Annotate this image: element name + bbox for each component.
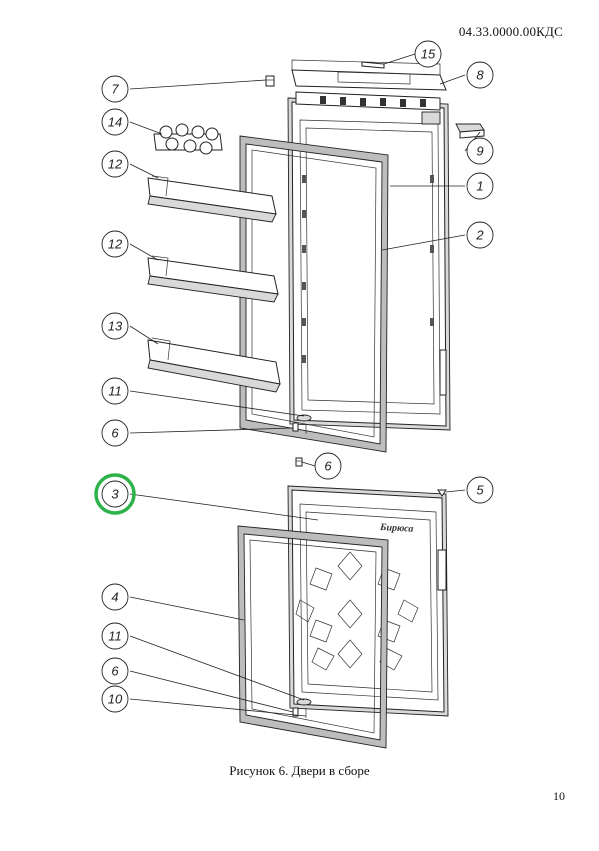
svg-text:Бирюса: Бирюса — [379, 522, 414, 535]
svg-text:7: 7 — [111, 82, 119, 97]
svg-text:2: 2 — [475, 228, 484, 243]
callout-4: 4 — [101, 583, 129, 611]
brand-logo: Бирюса — [379, 522, 414, 535]
upper-door-bottom-hinge — [292, 414, 312, 434]
svg-text:4: 4 — [111, 590, 118, 605]
callout-7: 7 — [101, 75, 129, 103]
screw-part-15 — [361, 61, 385, 69]
highlight-ring — [94, 473, 136, 515]
svg-text:10: 10 — [108, 692, 123, 707]
svg-text:12: 12 — [108, 157, 123, 172]
page-number: 10 — [553, 789, 565, 803]
lower-door-top-hinge-bushing — [295, 457, 303, 467]
callout-11-lower: 11 — [101, 622, 129, 650]
callout-6-lower: 6 — [101, 657, 129, 685]
callout-2: 2 — [466, 221, 494, 249]
lower-door-panel — [287, 485, 449, 717]
callout-14: 14 — [101, 108, 129, 136]
svg-text:5: 5 — [476, 483, 484, 498]
door-shelf-middle — [147, 255, 279, 303]
svg-text:6: 6 — [111, 426, 119, 441]
svg-text:6: 6 — [324, 459, 332, 474]
callout-11-upper: 11 — [101, 377, 129, 405]
callout-1: 1 — [466, 172, 494, 200]
lower-door-bottom-hinge — [292, 698, 312, 718]
door-shelf-upper — [147, 175, 277, 223]
callout-12-lower: 12 — [101, 230, 129, 258]
svg-text:15: 15 — [421, 47, 436, 62]
leader-lines — [129, 53, 481, 717]
svg-text:11: 11 — [108, 629, 122, 644]
freezer-snowflake-relief — [295, 551, 419, 671]
svg-text:6: 6 — [111, 664, 119, 679]
figure-caption: Рисунок 6. Двери в сборе — [229, 763, 370, 778]
bushing-part-7 — [265, 75, 275, 87]
callout-12-upper: 12 — [101, 150, 129, 178]
svg-text:8: 8 — [476, 68, 484, 83]
svg-text:3: 3 — [111, 487, 119, 502]
door-shelf-lower-deep — [147, 337, 281, 393]
callout-5: 5 — [466, 476, 494, 504]
svg-text:13: 13 — [108, 319, 123, 334]
egg-tray — [153, 123, 223, 155]
hinge-bracket-part-9 — [455, 123, 485, 139]
svg-text:12: 12 — [108, 237, 123, 252]
document-code: 04.33.0000.00КДС — [458, 24, 563, 39]
svg-text:11: 11 — [108, 384, 122, 399]
screw-part-5 — [437, 489, 447, 497]
upper-door-seal — [239, 135, 389, 453]
svg-text:9: 9 — [476, 144, 483, 159]
svg-text:14: 14 — [108, 115, 122, 130]
upper-door-panel — [287, 97, 451, 431]
svg-text:1: 1 — [476, 179, 483, 194]
callout-6-upper: 6 — [101, 419, 129, 447]
callout-13: 13 — [101, 312, 129, 340]
callout-15: 15 — [414, 40, 442, 68]
lower-door-seal — [237, 525, 389, 749]
upper-door-top-cover — [291, 59, 447, 125]
callout-6-middle: 6 — [314, 452, 342, 480]
callout-10: 10 — [101, 685, 129, 713]
callout-3: 3 — [101, 480, 129, 508]
callout-9: 9 — [466, 137, 494, 165]
callout-8: 8 — [466, 61, 494, 89]
